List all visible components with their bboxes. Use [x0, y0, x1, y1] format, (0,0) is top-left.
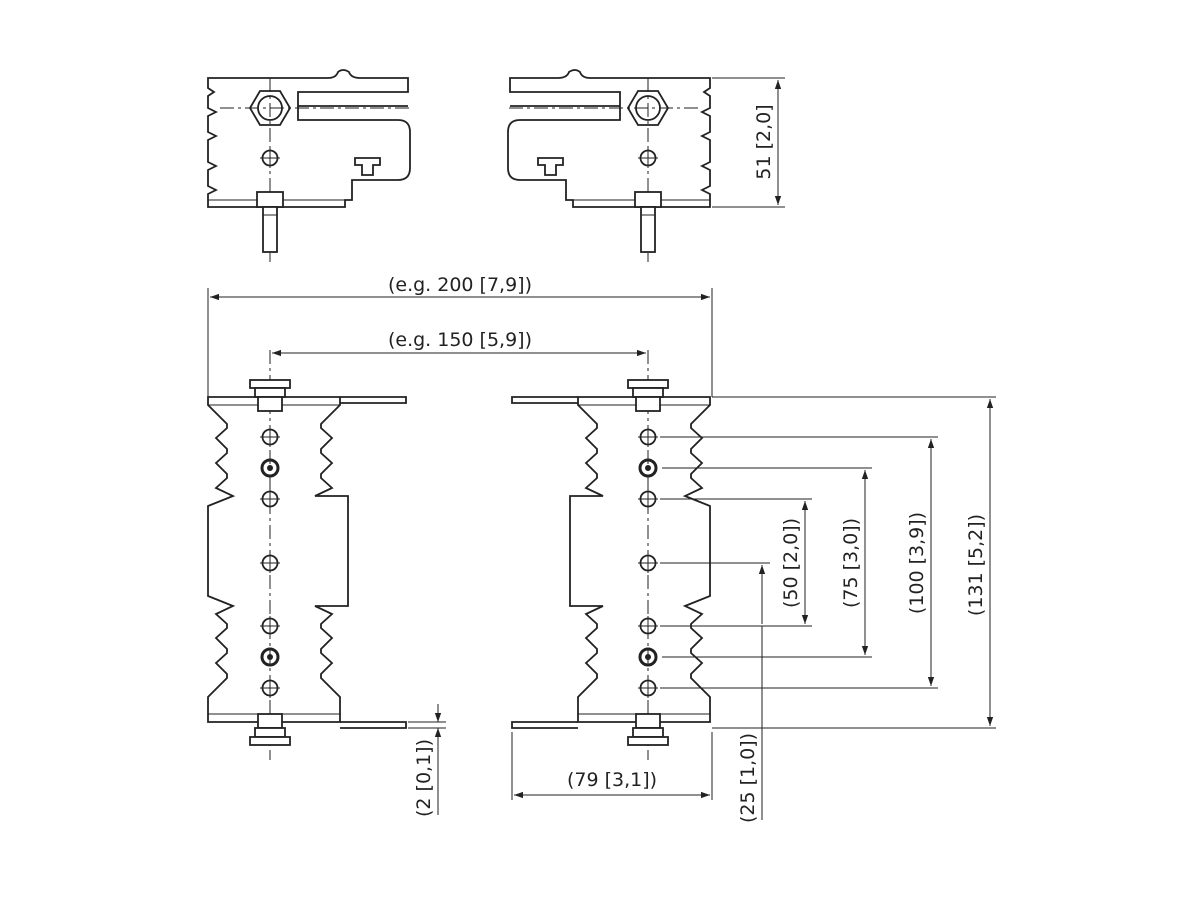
- dim-width-overall: (e.g. 200 [7,9]): [207, 274, 713, 397]
- dim-width-bolts: (e.g. 150 [5,9]): [272, 329, 646, 357]
- front-view-left: [207, 350, 407, 760]
- front-view-right: [511, 350, 711, 760]
- dim-width-overall-label: (e.g. 200 [7,9]): [388, 274, 532, 296]
- dim-flange-thickness-label: (2 [0,1]): [413, 739, 435, 817]
- dim-depth-label: (79 [3,1]): [567, 769, 657, 791]
- dim-hole-75: (75 [3,0]): [662, 467, 872, 658]
- dim-hole-100: (100 [3,9]): [660, 436, 938, 689]
- side-view-right: [507, 69, 711, 262]
- dim-hole-offset: (25 [1,0]): [660, 562, 770, 823]
- dim-hole-100-label: (100 [3,9]): [906, 512, 928, 614]
- dim-height-top-label: 51 [2,0]: [753, 104, 775, 179]
- dim-flange-thickness: (2 [0,1]): [408, 704, 446, 817]
- dim-hole-75-label: (75 [3,0]): [840, 518, 862, 608]
- dim-hole-offset-label: (25 [1,0]): [737, 733, 759, 823]
- dim-height-overall-label: (131 [5,2]): [965, 514, 987, 616]
- side-view-left: [207, 69, 411, 262]
- dim-depth: (79 [3,1]): [511, 732, 713, 800]
- dim-height-overall: (131 [5,2]): [712, 396, 996, 729]
- dim-width-bolts-label: (e.g. 150 [5,9]): [388, 329, 532, 351]
- dim-hole-50: (50 [2,0]): [660, 498, 812, 627]
- dim-height-top: 51 [2,0]: [712, 77, 785, 208]
- dim-hole-50-label: (50 [2,0]): [780, 518, 802, 608]
